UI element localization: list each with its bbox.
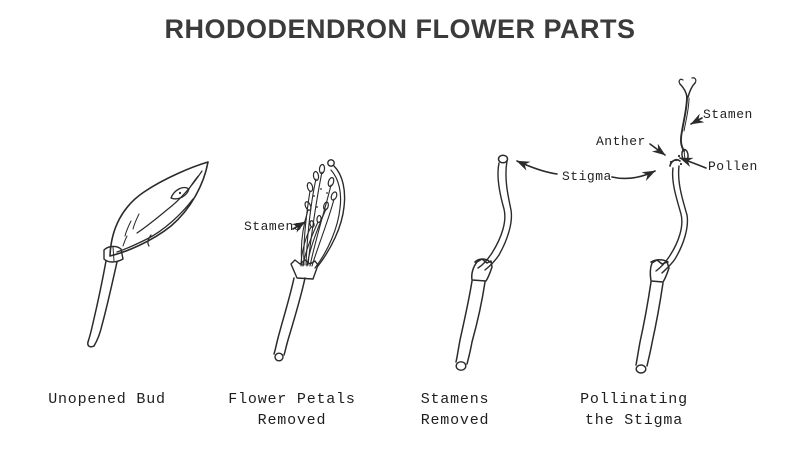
caption-flower-petals-removed: Flower Petals Removed <box>228 389 355 431</box>
stigma-label: Stigma <box>562 169 612 184</box>
page-title: RHODODENDRON FLOWER PARTS <box>164 14 636 44</box>
stamen-arrow <box>690 113 705 125</box>
pollen-label: Pollen <box>708 159 758 174</box>
figure-unopened-bud <box>87 161 209 348</box>
caption-line: the Stigma <box>584 412 684 429</box>
caption-line: Pollinating <box>580 391 688 408</box>
stamen-label: Stamen <box>703 107 753 122</box>
stigma-right-arrow <box>611 170 656 182</box>
caption-line: Removed <box>420 412 490 429</box>
caption-line: Stamens <box>420 391 490 408</box>
caption-unopened-bud: Unopened Bud <box>48 389 166 410</box>
stamens-label: Stamens <box>244 219 303 234</box>
label-arrows <box>291 113 707 233</box>
figure-stamens-removed <box>455 154 513 371</box>
anther-arrow <box>649 143 666 156</box>
stigma-left-arrow <box>516 160 558 175</box>
pollen-arrow <box>679 157 707 169</box>
stamens-arrow <box>291 221 306 233</box>
caption-line: Removed <box>257 412 327 429</box>
caption-line: Unopened Bud <box>48 391 166 408</box>
caption-pollinating-the-stigma: Pollinating the Stigma <box>580 389 688 431</box>
figure-flower-petals-removed <box>273 159 346 362</box>
anther-label: Anther <box>596 134 646 149</box>
caption-line: Flower Petals <box>228 391 356 408</box>
figure-pollinating-the-stigma <box>635 77 697 374</box>
caption-stamens-removed: Stamens Removed <box>421 389 490 431</box>
